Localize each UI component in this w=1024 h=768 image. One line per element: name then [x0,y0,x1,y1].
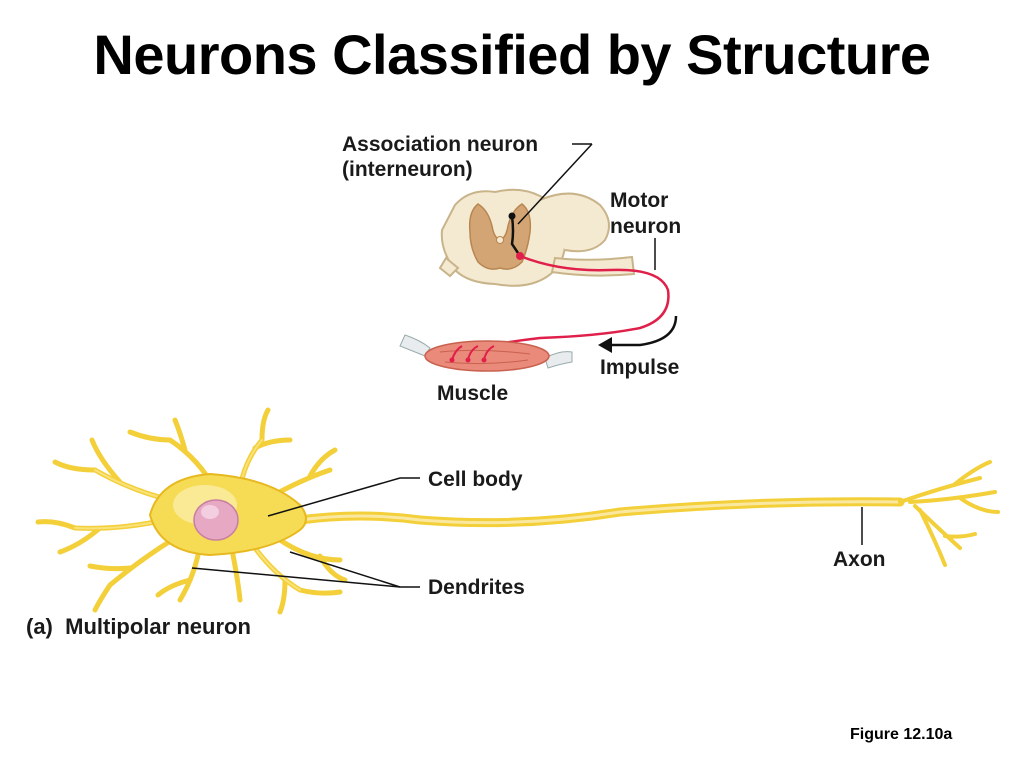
association-neuron-label-line2: (interneuron) [342,158,473,181]
impulse-arrow [598,315,678,353]
cell-body-leader [267,477,401,517]
dendrites-leader-1 [191,567,401,588]
impulse-label: Impulse [600,356,679,379]
axon-shaft [295,497,905,528]
muscle-label: Muscle [437,382,508,405]
dendrites-label: Dendrites [428,576,525,599]
panel-caption: (a) Multipolar neuron [26,614,251,639]
dendrites-leader-2 [289,551,401,588]
motor-neuron-label-line2: neuron [610,215,681,238]
cell-body-label: Cell body [428,468,523,491]
multipolar-neuron [35,407,1000,615]
association-neuron-label-line1: Association neuron [342,133,538,156]
association-leader-line [517,143,593,225]
figure-reference: Figure 12.10a [850,726,953,743]
slide-title: Neurons Classified by Structure [93,23,931,86]
axon-label: Axon [833,548,886,571]
association-neuron [508,212,522,257]
axon-terminals [898,460,1000,567]
motor-neuron-label-line1: Motor [610,189,668,212]
nucleus [193,499,239,541]
muscle-illustration [399,334,573,372]
motor-neuron [474,252,670,350]
